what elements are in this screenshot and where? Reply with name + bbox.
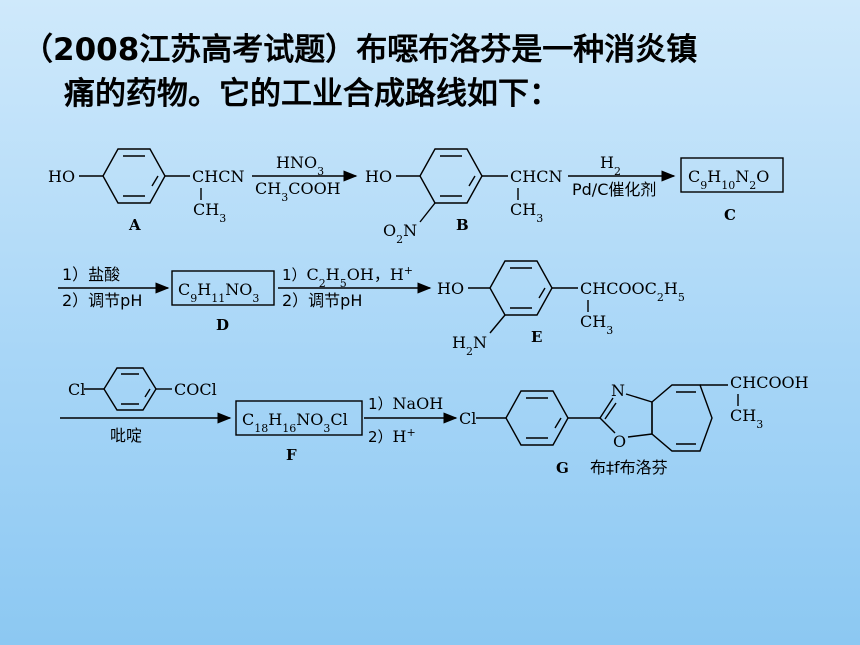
b-ho: HO — [365, 167, 392, 186]
label-c: C — [724, 206, 736, 224]
step1-bottom: CH3COOH — [255, 179, 341, 204]
compound-e: HO H2N CHCOOC2H5 CH3 E — [437, 260, 685, 358]
label-g: G — [556, 459, 569, 477]
a-ho: HO — [48, 167, 75, 186]
b-chcn: CHCN — [510, 167, 562, 186]
step4-bottom: 2）调节pH — [282, 291, 362, 310]
arrow-step-1: HNO3 CH3COOH — [252, 153, 358, 204]
label-f: F — [286, 446, 297, 464]
step4-top: 1）C2H5OH，H+ — [282, 264, 413, 290]
b-no2: O2N — [383, 221, 417, 246]
g-ch3: CH3 — [730, 406, 763, 431]
arrow-step-5: 吡啶 — [60, 412, 232, 445]
step5-bottom: 吡啶 — [110, 426, 142, 445]
compound-b: HO O2N CHCN CH3 B — [365, 148, 562, 246]
step3-top: 1）盐酸 — [62, 265, 120, 284]
e-ch3: CH3 — [580, 312, 613, 337]
d-formula: C9H11NO3 — [178, 280, 259, 305]
reagent-aroyl-chloride: Cl COCl — [68, 367, 217, 411]
g-name: 布‡f布洛芬 — [590, 458, 668, 477]
aroyl-cl: Cl — [68, 380, 85, 399]
label-b: B — [456, 216, 469, 234]
question-title: （2008江苏高考试题）布噁布洛芬是一种消炎镇 痛的药物。它的工业合成路线如下： — [22, 28, 852, 116]
step6-bottom: 2）H+ — [368, 426, 416, 447]
step2-top: H2 — [600, 153, 621, 178]
compound-f: C18H16NO3Cl F — [235, 400, 363, 464]
arrow-step-4: 1）C2H5OH，H+ 2）调节pH — [278, 264, 432, 310]
e-ho: HO — [437, 279, 464, 298]
g-o: O — [613, 432, 626, 451]
b-ch3: CH3 — [510, 200, 543, 225]
title-line-2: 痛的药物。它的工业合成路线如下： — [64, 76, 560, 112]
e-nh2: H2N — [452, 333, 487, 358]
step6-top: 1）NaOH — [368, 394, 443, 413]
label-e: E — [531, 328, 542, 346]
g-n: N — [611, 381, 625, 400]
label-a: A — [128, 216, 141, 234]
g-cl: Cl — [459, 409, 476, 428]
compound-c: C9H10N2O C — [680, 157, 784, 224]
title-line-1: （2008江苏高考试题）布噁布洛芬是一种消炎镇 — [22, 32, 698, 68]
arrow-step-2: H2 Pd/C催化剂 — [568, 153, 676, 199]
label-d: D — [216, 316, 229, 334]
step1-top: HNO3 — [276, 153, 324, 178]
f-formula: C18H16NO3Cl — [242, 410, 348, 435]
compound-d: C9H11NO3 D — [171, 270, 275, 334]
aroyl-cocl: COCl — [174, 380, 217, 399]
arrow-step-6: 1）NaOH 2）H+ — [364, 394, 458, 447]
e-side: CHCOOC2H5 — [580, 279, 685, 304]
g-side: CHCOOH — [730, 373, 809, 392]
step3-bottom: 2）调节pH — [62, 291, 142, 310]
compound-a: HO CHCN CH3 A — [48, 148, 244, 234]
arrow-step-3: 1）盐酸 2）调节pH — [58, 265, 170, 310]
step2-bottom: Pd/C催化剂 — [572, 180, 656, 199]
a-chcn: CHCN — [192, 167, 244, 186]
a-ch3: CH3 — [193, 200, 226, 225]
c-formula: C9H10N2O — [688, 167, 769, 192]
compound-g: Cl N O CHCOOH CH3 G 布‡f布洛芬 — [459, 373, 809, 477]
